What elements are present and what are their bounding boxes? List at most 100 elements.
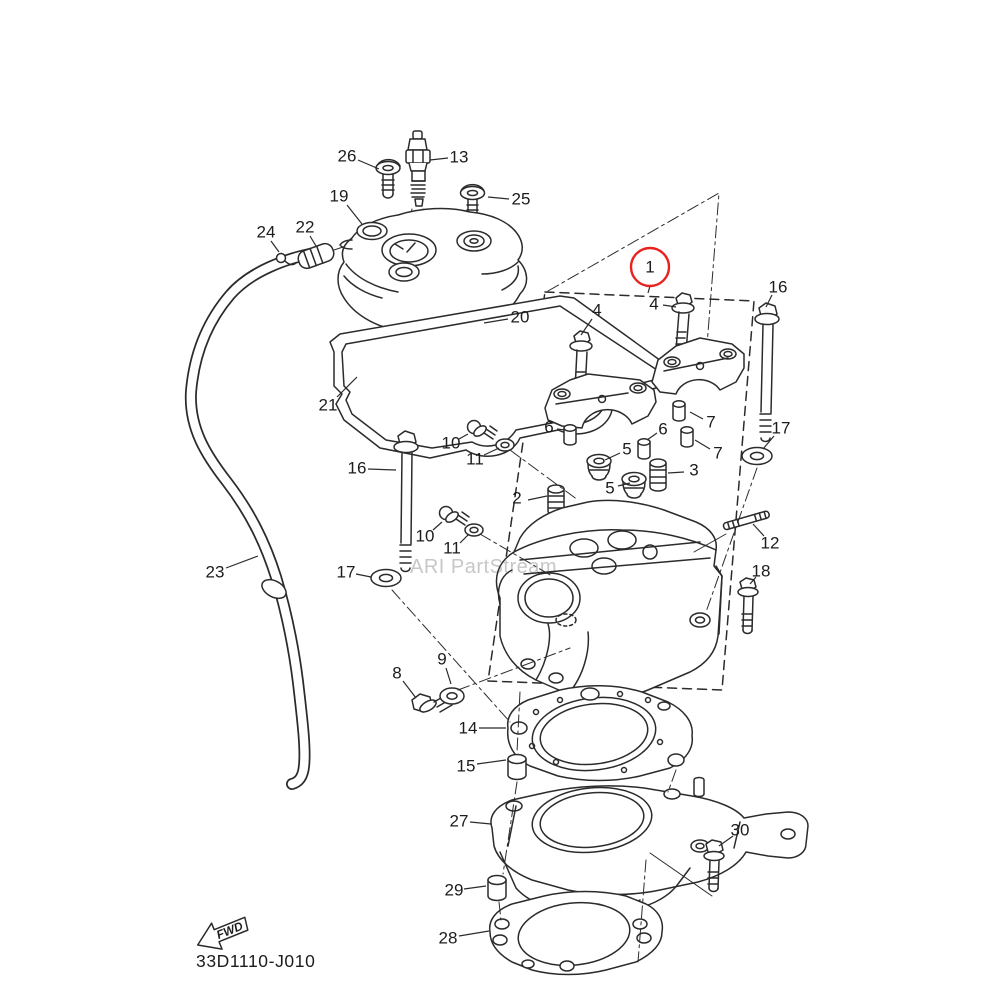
callout-number[interactable]: 4 [592, 301, 601, 320]
callout-number[interactable]: 27 [450, 812, 469, 831]
callout-number[interactable]: 8 [392, 664, 401, 683]
bolt-16-right [754, 302, 780, 443]
callout-10[interactable]: 10 [416, 521, 443, 546]
callout-leader-line [604, 452, 621, 461]
callout-1[interactable]: 1 [629, 246, 671, 294]
callout-13[interactable]: 13 [429, 148, 469, 167]
callout-number[interactable]: 16 [348, 459, 367, 478]
callout-number[interactable]: 17 [337, 563, 356, 582]
callout-14[interactable]: 14 [459, 719, 506, 738]
callout-30[interactable]: 30 [718, 821, 750, 847]
callout-leader-line [556, 428, 566, 431]
callout-28[interactable]: 28 [439, 929, 490, 948]
callout-5[interactable]: 5 [605, 479, 631, 498]
callout-7[interactable]: 7 [689, 411, 716, 432]
callout-number[interactable]: 29 [445, 881, 464, 900]
callout-number[interactable]: 11 [443, 539, 461, 558]
callout-number[interactable]: 7 [713, 444, 722, 463]
callout-8[interactable]: 8 [392, 664, 417, 699]
callout-leader-line [336, 376, 358, 398]
callout-12[interactable]: 12 [752, 523, 780, 553]
bolt-30 [703, 839, 725, 893]
callout-number[interactable]: 1 [645, 258, 654, 277]
callout-number[interactable]: 6 [544, 418, 553, 437]
callout-20[interactable]: 20 [483, 308, 530, 327]
callout-29[interactable]: 29 [445, 881, 487, 900]
cap-5-upper [586, 453, 612, 481]
callout-9[interactable]: 9 [437, 650, 452, 685]
callout-22[interactable]: 22 [296, 218, 317, 247]
callout-number[interactable]: 2 [512, 489, 521, 508]
highlight-circle [629, 246, 671, 288]
callout-10[interactable]: 10 [442, 433, 469, 453]
callout-leader-line [469, 821, 492, 825]
callout-27[interactable]: 27 [450, 812, 492, 831]
callout-number[interactable]: 28 [439, 929, 458, 948]
head-gasket [506, 685, 694, 782]
bolt-26 [375, 158, 401, 199]
callout-number[interactable]: 7 [706, 413, 715, 432]
callout-18[interactable]: 18 [749, 562, 771, 585]
callout-number[interactable]: 4 [649, 295, 658, 314]
callout-number[interactable]: 5 [605, 479, 614, 498]
callout-15[interactable]: 15 [457, 757, 507, 776]
callout-leader-line [402, 680, 417, 699]
callout-number[interactable]: 24 [257, 223, 276, 242]
callout-number[interactable]: 19 [330, 187, 349, 206]
callout-number[interactable]: 10 [442, 434, 461, 453]
callout-3[interactable]: 3 [667, 461, 699, 480]
breather-fitting [297, 242, 335, 270]
callout-11[interactable]: 11 [443, 533, 470, 558]
dowel-6-left [563, 424, 577, 446]
callout-25[interactable]: 25 [487, 190, 531, 209]
callout-7[interactable]: 7 [694, 439, 723, 463]
callout-4[interactable]: 4 [649, 295, 677, 314]
callout-leader-line [463, 885, 487, 890]
callout-number[interactable]: 14 [459, 719, 478, 738]
callout-6[interactable]: 6 [646, 420, 668, 441]
callout-19[interactable]: 19 [330, 187, 363, 225]
callout-2[interactable]: 2 [512, 489, 548, 508]
callout-number[interactable]: 25 [512, 190, 531, 209]
dowel-15 [507, 753, 527, 781]
washer-11-upper [495, 438, 515, 452]
callout-number[interactable]: 20 [511, 308, 530, 327]
base-gasket [488, 890, 664, 976]
callout-leader-line [357, 159, 380, 170]
dowel-6-right [637, 438, 651, 460]
callout-26[interactable]: 26 [338, 147, 380, 170]
callout-number[interactable]: 3 [689, 461, 698, 480]
callout-number[interactable]: 15 [457, 757, 476, 776]
washer-11-lower [464, 523, 484, 537]
callout-number[interactable]: 30 [731, 821, 750, 840]
callout-number[interactable]: 21 [319, 396, 338, 415]
dowel-7-lower [680, 426, 694, 448]
callout-11[interactable]: 11 [466, 447, 500, 469]
callout-number[interactable]: 26 [338, 147, 357, 166]
callout-number[interactable]: 23 [206, 563, 225, 582]
callout-number[interactable]: 17 [772, 419, 791, 438]
callout-number[interactable]: 10 [416, 527, 435, 546]
callout-24[interactable]: 24 [257, 223, 280, 253]
callout-4[interactable]: 4 [580, 301, 602, 336]
callout-17[interactable]: 17 [762, 419, 791, 450]
callout-number[interactable]: 6 [658, 420, 667, 439]
callout-16[interactable]: 16 [765, 278, 788, 308]
callout-number[interactable]: 22 [296, 218, 315, 237]
callout-number[interactable]: 12 [761, 534, 780, 553]
callout-leader-line [476, 759, 507, 765]
callout-23[interactable]: 23 [206, 555, 259, 582]
callout-17[interactable]: 17 [337, 563, 372, 582]
callout-21[interactable]: 21 [319, 376, 358, 415]
callout-number[interactable]: 11 [466, 450, 484, 469]
callout-number[interactable]: 16 [769, 278, 788, 297]
callout-number[interactable]: 18 [752, 562, 771, 581]
washer-17-left [370, 568, 402, 588]
callout-number[interactable]: 9 [437, 650, 446, 669]
callout-number[interactable]: 13 [450, 148, 469, 167]
callout-5[interactable]: 5 [604, 440, 632, 461]
callout-16[interactable]: 16 [348, 459, 397, 478]
callout-number[interactable]: 5 [622, 440, 631, 459]
callout-6[interactable]: 6 [544, 418, 566, 437]
